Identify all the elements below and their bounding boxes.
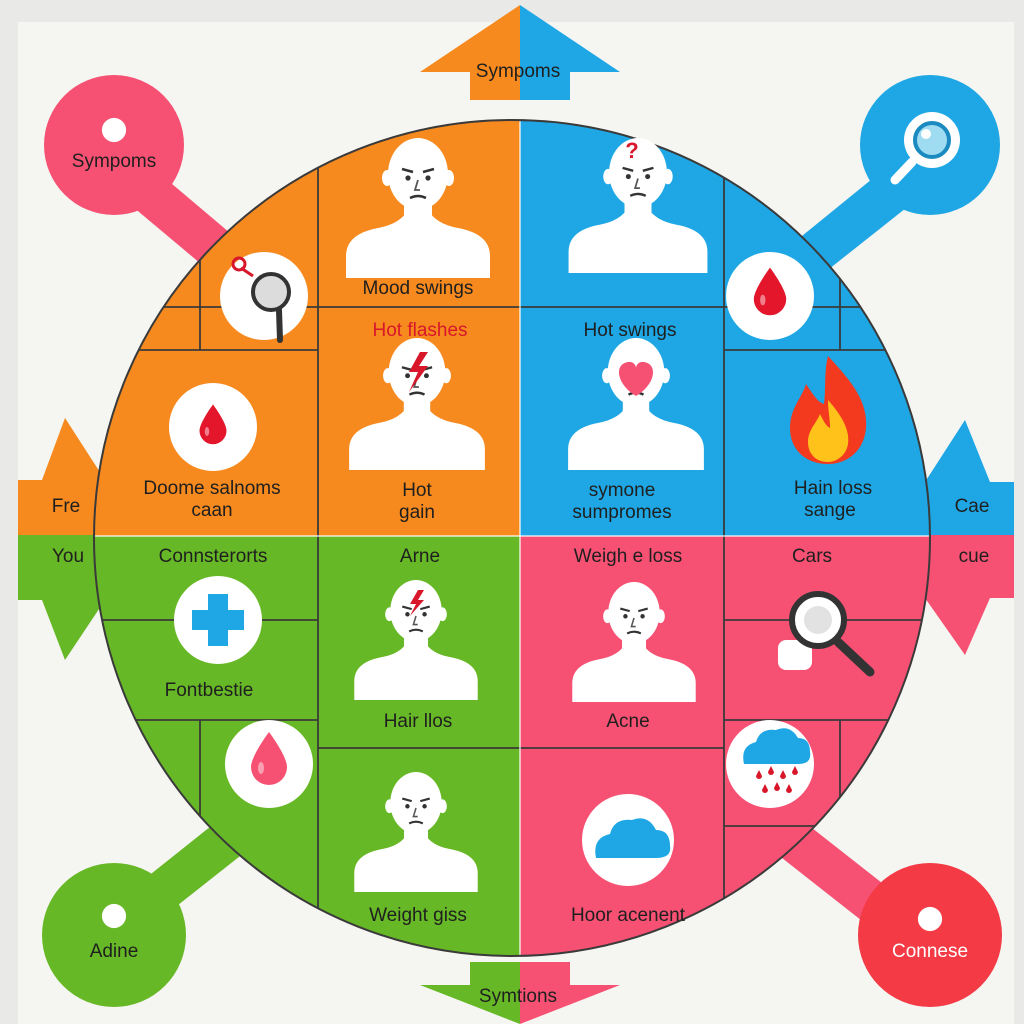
- heart-icon: [618, 361, 654, 396]
- left-arrow-upper[interactable]: [18, 418, 105, 535]
- cell-label-weighe-loss: Weigh e loss: [574, 546, 682, 567]
- location-pin-icon: [101, 117, 127, 143]
- cell-label-hot-flashes: Hot flashes: [372, 320, 467, 341]
- corner-label-bottom-left: Adine: [90, 941, 139, 962]
- cell-label-symone-2: sumpromes: [572, 502, 671, 523]
- right-arrow-upper[interactable]: [925, 420, 1014, 535]
- corner-label-bottom-right: Connese: [892, 941, 968, 962]
- bottom-arrow[interactable]: [420, 962, 620, 1024]
- left-arrow-lower-label: You: [52, 546, 84, 567]
- cell-label-hot-swings: Hot swings: [584, 320, 677, 341]
- cell-label-hot-gain-1: Hot: [402, 480, 432, 501]
- cell-label-hain-loss-1: Hain loss: [794, 478, 872, 499]
- corner-circle-bottom-right[interactable]: [858, 863, 1002, 1007]
- circle-outline: [93, 119, 931, 957]
- location-pin-icon: [917, 906, 943, 932]
- cell-label-symone-1: symone: [589, 480, 656, 501]
- right-arrow-lower-label: cue: [959, 546, 990, 567]
- top-arrow[interactable]: [420, 5, 620, 100]
- left-arrow-upper-label: Fre: [52, 496, 81, 517]
- right-arrow-lower[interactable]: [925, 535, 1014, 655]
- corner-circle-bottom-left[interactable]: [42, 863, 186, 1007]
- medical-cross-icon: [192, 594, 244, 646]
- cell-label-mood-swings: Mood swings: [363, 278, 474, 299]
- cell-label-hain-loss-2: sange: [804, 500, 856, 521]
- magnifier-icon: [220, 252, 308, 343]
- cell-label-hoor-acenent: Hoor acenent: [571, 905, 686, 926]
- question-mark-icon: ?: [625, 138, 638, 163]
- cell-label-fontbestie: Fontbestie: [165, 680, 254, 701]
- cell-label-acne: Acne: [606, 711, 649, 732]
- corner-label-top-left: Sympoms: [72, 151, 156, 172]
- right-arrow-upper-label: Cae: [955, 496, 990, 517]
- magnifier-icon: [778, 591, 875, 677]
- lightning-bolt-icon: [409, 352, 428, 392]
- cell-label-hot-gain-2: gain: [399, 502, 435, 523]
- rain-cloud-icon: [743, 728, 811, 793]
- cell-label-doome-1: Doome salnoms: [143, 478, 280, 499]
- left-arrow-lower[interactable]: [18, 535, 105, 660]
- top-arrow-label: Sympoms: [476, 61, 560, 82]
- cell-label-weight-giss: Weight giss: [369, 905, 467, 926]
- corner-circle-top-left[interactable]: [44, 75, 184, 215]
- bottom-arrow-label: Symtions: [479, 986, 557, 1007]
- cell-label-doome-2: caan: [191, 500, 232, 521]
- cell-label-arne: Arne: [400, 546, 440, 567]
- cell-label-cars: Cars: [792, 546, 832, 567]
- flame-icon: [790, 356, 867, 464]
- lightning-bolt-icon: [410, 590, 424, 616]
- cell-label-connsterorts: Connsterorts: [159, 546, 268, 567]
- cell-label-hair-llos: Hair llos: [384, 711, 453, 732]
- cloud-icon: [595, 818, 671, 858]
- location-pin-icon: [101, 903, 127, 929]
- magnifier-icon: [890, 112, 960, 185]
